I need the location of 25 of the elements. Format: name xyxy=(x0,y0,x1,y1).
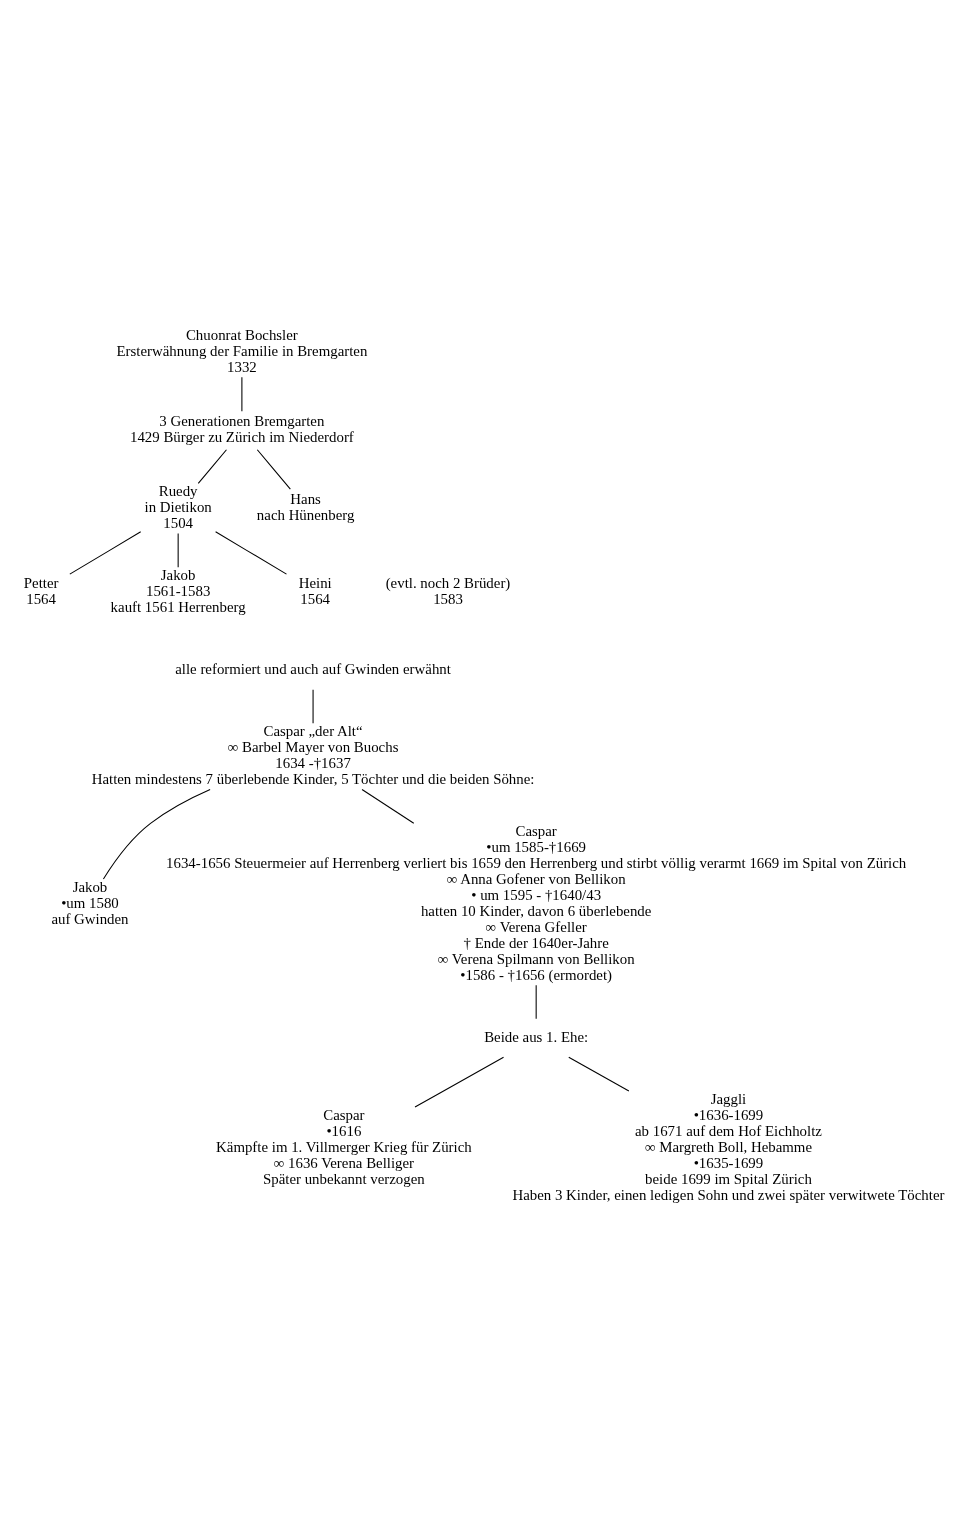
connector xyxy=(414,1056,505,1107)
node-text: Chuonrat Bochsler Ersterwähnung der Familie in Bremgarten 1332 xyxy=(116,326,368,375)
connector xyxy=(102,788,211,880)
node-text: Caspar •um 1585-†1669 1634-1656 Steuermeier auf Herrenberg verliert bis 1659 den Herrenberg und stirbt völlig verarmt 1669 im Spital von Zürich ∞ Anna Gofener von Bellikon • um 1595 - †1640/43 hatten 10 Kinder, davon 6 überlebende ∞ Verena Gfeller † Ende der 1640er-Jahre ∞ Verena Spilmann von Bellikon •1586 - †1656 (ermordet) xyxy=(166,822,907,983)
node-text: alle reformiert und auch auf Gwinden erwähnt xyxy=(175,660,451,677)
node-text: (evtl. noch 2 Brüder) 1583 xyxy=(385,574,511,607)
node-text: Beide aus 1. Ehe: xyxy=(484,1028,589,1045)
node-text: Caspar •1616 Kämpfte im 1. Villmerger Krieg für Zürich ∞ 1636 Verena Belliger Später unbekannt verzogen xyxy=(216,1106,472,1187)
node-text: Caspar „der Alt“ ∞ Barbel Mayer von Buochs 1634 -†1637 Hatten mindestens 7 überlebende Kinder, 5 Töchter und die beiden Söhne: xyxy=(91,722,535,787)
connector xyxy=(69,530,142,575)
node-text: Ruedy in Dietikon 1504 xyxy=(144,482,212,531)
connector xyxy=(197,448,227,484)
node-text: Petter 1564 xyxy=(23,574,59,607)
node-text: 3 Generationen Bremgarten 1429 Bürger zu Zürich im Niederdorf xyxy=(129,412,354,445)
node-text: Jaggli •1636-1699 ab 1671 auf dem Hof Eichholtz ∞ Margreth Boll, Hebamme •1635-1699 beide 1699 im Spital Zürich Haben 3 Kinder, einen ledigen Sohn und zwei später verwitwete Töchter xyxy=(512,1090,945,1203)
connector xyxy=(215,530,287,575)
node-text: Jakob •um 1580 auf Gwinden xyxy=(51,878,129,927)
connector xyxy=(568,1056,630,1092)
connector xyxy=(177,532,179,568)
connector xyxy=(535,984,537,1019)
connector xyxy=(256,448,291,490)
node-text: Heini 1564 xyxy=(298,574,332,607)
node-text: Jakob 1561-1583 kauft 1561 Herrenberg xyxy=(110,566,246,615)
connector xyxy=(361,788,415,824)
node-text: Hans nach Hünenberg xyxy=(256,490,355,523)
